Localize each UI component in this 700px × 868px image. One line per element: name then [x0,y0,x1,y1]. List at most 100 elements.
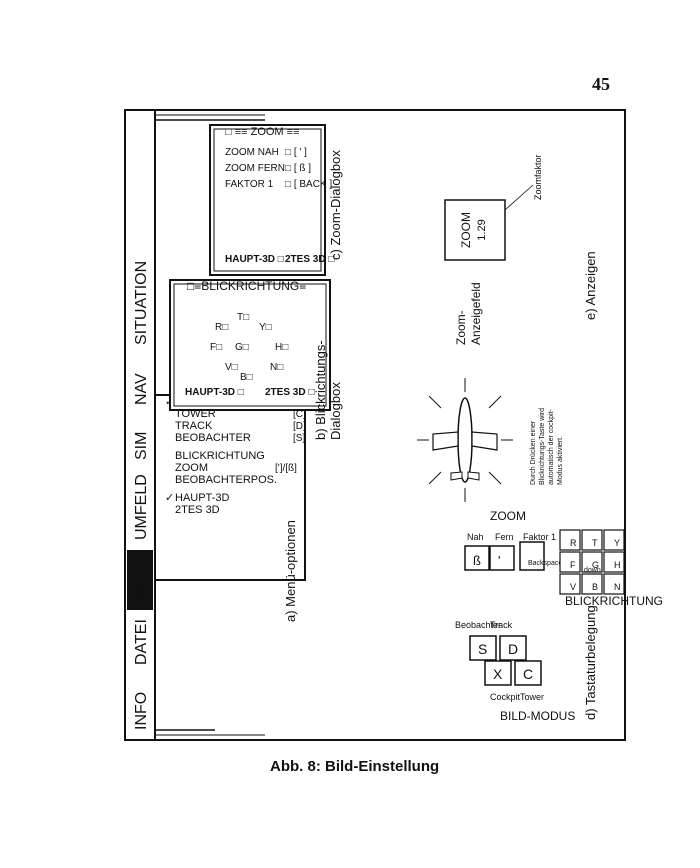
key-cap [484,660,512,686]
zoom-row-key: □ [ BACK ] [285,179,332,190]
label-zoom-dialogbox: c) Zoom-Dialogbox [328,150,343,260]
label-tastaturbelegung: d) Tastaturbelegung [583,605,598,720]
key-cap [469,635,497,661]
key-label-tower: Tower [520,692,544,702]
key-y: Y [614,538,620,548]
key-b: B [592,582,598,592]
zoom-dialog: □ ≡≡ ZOOM ≡≡ ZOOM NAH □ [ ' ]ZOOM FERN□ [ … [209,124,334,276]
figure-caption: Abb. 8: Bild-Einstellung [270,758,440,775]
label-blick-dialogbox: b) Blickrichtungs- [313,340,328,440]
key-cap [519,541,545,571]
key-t: T [592,538,598,548]
label-menu-optionen: a) Menü-optionen [283,520,298,622]
menubar-item-info: INFO [133,692,150,730]
key-c: C [523,666,533,682]
zoom-footer-right: 2TES 3D □ [285,254,334,265]
zoom-row-label: ZOOM FERN [225,163,285,174]
key-cap [603,573,625,595]
blick-key-g: G□ [235,342,249,353]
zoom-row-key: □ [ ' ] [285,147,307,158]
zoom-key-label: Fern [495,532,514,542]
airplane-arrows-icon [417,378,513,502]
zoom-key-label: Faktor 1 [523,532,556,542]
key-cap [489,545,515,571]
blick-key-t: T□ [237,312,249,323]
bild-menu: ✓COCKPIT[X]TOWER[C]TRACK[D]BEOBACHTER[S]… [154,394,306,581]
menu-item-label: BEOBACHTER [175,432,251,444]
note-line: Durch Drücken einer [530,420,537,485]
key-cap [514,660,542,686]
page-number: 45 [592,74,610,94]
menu-item-label: TRACK [175,420,213,432]
key-cap [581,551,603,573]
key-d: D [508,641,518,657]
key-v: V [570,582,576,592]
key-h: H [614,560,621,570]
note-line: Modus aktiviert. [557,436,564,485]
blick-key-n: N□ [270,362,283,373]
menu-item-label: ZOOM [175,462,208,474]
key-cap [603,551,625,573]
zoom-dialog-content: □ ≡≡ ZOOM ≡≡ ZOOM NAH □ [ ' ]ZOOM FERN□ [ … [225,126,334,265]
menubar-item-umfeld: UMFELD [133,474,150,540]
blick-dialog-content: □≡BLICKRICHTUNG≡R□T□Y□F□G□H□V□B□N□HAUPT-… [185,279,314,398]
key-cap [559,529,581,551]
note-line: Blickrichtungs-Taste wird [539,408,546,485]
key-zoom: Backspace [528,560,562,567]
key-cap [559,573,581,595]
blick-footer-left: HAUPT-3D □ [185,387,244,398]
menubar-item-nav: NAV [133,373,150,405]
key-n: N [614,582,621,592]
key-s: S [478,641,487,657]
zoom-display-title: ZOOM [459,212,473,248]
blick-key-v: V□ [225,362,238,373]
menu-item-label: HAUPT-3D [175,492,229,504]
zoom-display: ZOOM 1.29 Zoomfaktor [444,154,543,261]
key-f: F [570,560,576,570]
zoom-row-label: ZOOM NAH [225,147,279,158]
menu-item-label: BLICKRICHTUNG [175,450,265,462]
key-cap [499,635,527,661]
blick-key-h: H□ [275,342,288,353]
menu-item-shortcut: [D] [293,421,306,432]
key-label-track: Track [490,620,513,630]
blickrichtung-dialog: □≡BLICKRICHTUNG≡R□T□Y□F□G□H□V□B□N□HAUPT-… [169,279,331,411]
zoom-display-value: 1.29 [476,219,488,240]
label-anzeigen: e) Anzeigen [583,251,598,320]
menubar-item-situation: SITUATION [133,261,150,345]
key-r: R [570,538,577,548]
key-cap [581,573,603,595]
key-g: G [592,560,599,570]
key-label-cockpit: Cockpit [490,692,521,702]
zoom-row-label: FAKTOR 1 [225,179,274,190]
bildmodus-label: BILD-MODUS [500,709,575,723]
zoom-row-key: □ [ ß ] [285,163,311,174]
blick-key-y: Y□ [259,322,272,333]
menu-item-label: 2TES 3D [175,504,220,516]
blickrichtung-label: BLICKRICHTUNG [565,594,663,608]
zoom-dialog-title: □ ≡≡ ZOOM ≡≡ [225,126,299,138]
zoom-anzeigefeld-label: Zoom- [454,310,468,345]
menu-item-shortcut: [S] [293,433,305,444]
note-line: automatisch der cockpit- [548,408,555,485]
check-icon: ✓ [165,492,174,504]
label-blick-dialogbox-2: Dialogbox [328,382,343,440]
menu-item-label: BEOBACHTERPOS. [175,474,277,486]
key-cap [464,545,490,571]
zoom-anzeigefeld-label-2: Anzeigefeld [469,282,483,345]
blick-key-r: R□ [215,322,228,333]
key-down-label: down [584,567,601,574]
menubar-item-bild: BILD [133,564,150,600]
blick-key-b: B□ [240,372,253,383]
menu-item-shortcut: [C] [293,409,306,420]
zoomfaktor-label: Zoomfaktor [533,154,543,200]
zoom-footer-left: HAUPT-3D □ [225,254,284,265]
menu-item-shortcut: [']/[ß] [275,463,297,474]
key-zoom: ' [498,553,500,568]
zoom-label: ZOOM [490,509,526,523]
blick-key-f: F□ [210,342,222,353]
